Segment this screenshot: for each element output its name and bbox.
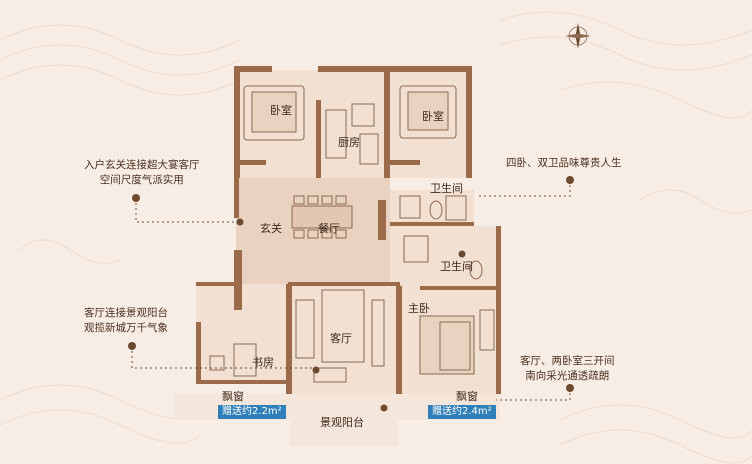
room-labels: 卧室 卧室 厨房 卫生间 卫生间 玄关 餐厅 客厅 书房 主卧 景观阳台 飘窗 … — [222, 103, 478, 429]
room-master-bedroom: 主卧 — [408, 302, 430, 315]
annotation-living: 客厅连接景观阳台 观揽新城万千气象 — [84, 306, 168, 336]
annotation-entrance: 入户玄关连接超大宴客厅 空间尺度气派实用 — [84, 158, 200, 188]
furniture — [209, 85, 495, 383]
room-study: 书房 — [252, 356, 274, 369]
room-bedroom-left: 卧室 — [270, 103, 292, 117]
room-bathroom-upper: 卫生间 — [430, 181, 463, 195]
walls — [196, 66, 501, 394]
leader-lines — [131, 180, 571, 401]
annotation-south-line2: 南向采光通透疏朗 — [525, 370, 610, 382]
annotation-entrance-line1: 入户玄关连接超大宴客厅 — [84, 159, 200, 171]
annotation-bedrooms-line1: 四卧、双卫品味尊贵人生 — [506, 157, 622, 169]
room-entrance: 玄关 — [260, 221, 282, 235]
room-bedroom-right: 卧室 — [422, 109, 444, 123]
leader-dots — [128, 176, 574, 412]
bonus-area-badge-right: 赠送约2.4m² — [428, 405, 496, 419]
room-bay-window-right: 飘窗 — [456, 389, 478, 403]
annotation-bedrooms: 四卧、双卫品味尊贵人生 — [506, 156, 622, 171]
room-balcony: 景观阳台 — [320, 415, 364, 429]
room-kitchen: 厨房 — [338, 136, 360, 149]
room-bay-window-left: 飘窗 — [222, 389, 244, 403]
annotation-south-line1: 客厅、两卧室三开间 — [520, 355, 615, 367]
annotation-living-line2: 观揽新城万千气象 — [84, 322, 168, 334]
bonus-area-badge-left: 赠送约2.2m² — [218, 405, 286, 419]
compass-icon — [565, 23, 591, 49]
annotation-living-line1: 客厅连接景观阳台 — [84, 307, 168, 319]
annotation-south: 客厅、两卧室三开间 南向采光通透疏朗 — [520, 354, 615, 384]
room-dining: 餐厅 — [318, 221, 340, 235]
annotation-entrance-line2: 空间尺度气派实用 — [99, 174, 184, 186]
room-bathroom-lower: 卫生间 — [440, 259, 473, 273]
room-living: 客厅 — [330, 331, 352, 345]
